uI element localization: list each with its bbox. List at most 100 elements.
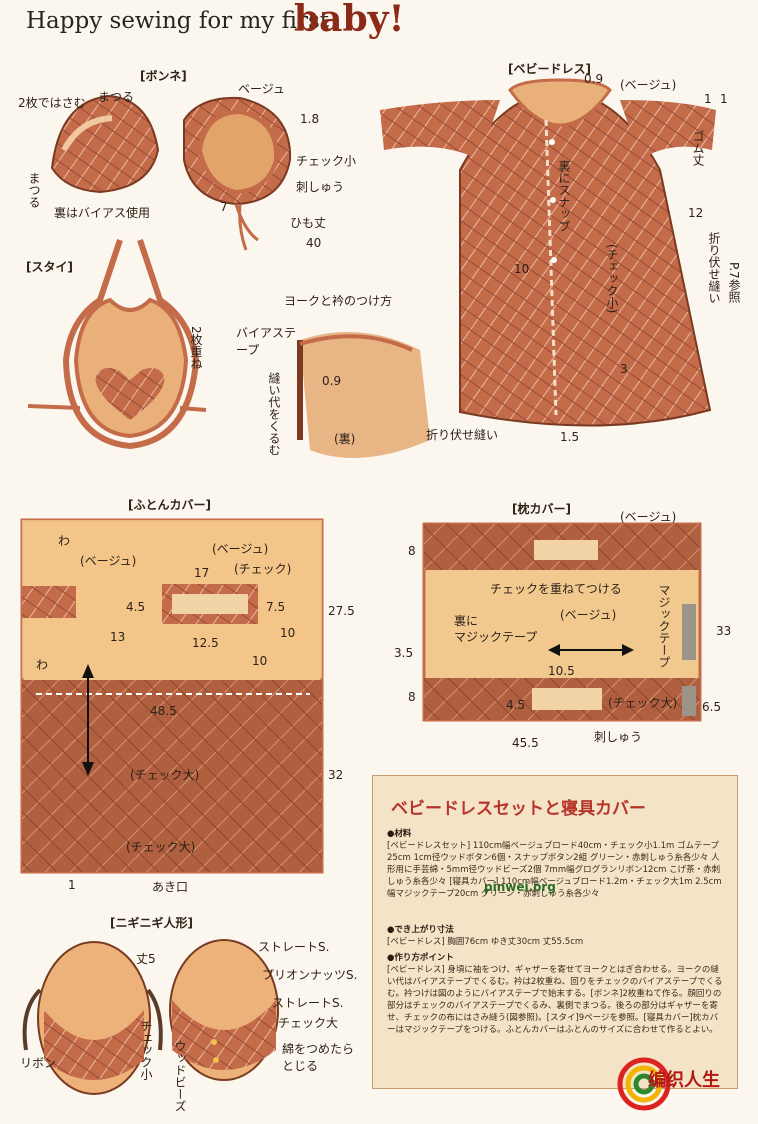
dolls-label-check-big: チェック大 xyxy=(278,1016,339,1030)
dress-label-fold: 折り伏せ縫い xyxy=(707,232,721,304)
pillow-label-3-5: 3.5 xyxy=(394,646,414,660)
futon-label-13: 13 xyxy=(110,630,126,644)
yoke-label-bias: バイアステープ xyxy=(236,326,297,357)
dolls-label-pulion: プリオンナッツS. xyxy=(262,968,358,982)
futon-label-10a: 10 xyxy=(280,626,296,640)
futon-label-check: (チェック) xyxy=(234,562,292,576)
bonnet-section-title: [ボンネ] xyxy=(140,69,187,83)
futon-label-opening: あき口 xyxy=(152,880,189,894)
futon-cover-illustration xyxy=(20,518,324,874)
dress-label-snap: 裏にスナップ xyxy=(557,160,571,232)
instructions-title: ベビードレスセットと寝具カバー xyxy=(391,799,646,819)
logo-circle-icon xyxy=(617,1057,671,1111)
yoke-label-back: (裏) xyxy=(334,432,356,446)
page-title-emphasis: baby! xyxy=(294,0,405,40)
size-text: [ベビードレス] 胸囲76cm ゆき丈30cm 丈55.5cm xyxy=(387,937,584,947)
dolls-label-ribbon: リボン xyxy=(20,1056,57,1070)
dolls-label-straight-2: ストレートS. xyxy=(272,996,344,1010)
dress-label-check-small: (チェック小) xyxy=(605,244,619,314)
yoke-label-margin: 縫い代をくるむ xyxy=(267,372,281,456)
pillow-label-8a: 8 xyxy=(408,544,416,558)
pillow-label-back: 裏に xyxy=(454,614,479,628)
yoke-detail-illustration xyxy=(297,332,430,458)
materials-text: [ベビードレスセット] 110cm幅ベージュブロード40cm・チェック小1.1m… xyxy=(387,841,722,899)
dress-section-title: [ベビードレス] xyxy=(508,62,591,76)
pillow-label-check-big: (チェック大) xyxy=(608,696,678,710)
pillow-label-4-5: 4.5 xyxy=(506,698,526,712)
dolls-label-straight-1: ストレートS. xyxy=(258,940,330,954)
dolls-label-cotton: 綿をつめたらとじる xyxy=(282,1042,355,1073)
bonnet-label-bias: 裏はバイアス使用 xyxy=(54,206,151,220)
dress-label-elastic: ゴム丈 xyxy=(691,130,705,166)
bonnet-label-hasamu: 2枚ではさむ xyxy=(18,96,86,110)
futon-label-wa-2: わ xyxy=(36,658,49,672)
bonnet-label-embroidery: 刺しゅう xyxy=(296,180,345,194)
yoke-label-0-9: 0.9 xyxy=(322,374,342,388)
pillow-label-8b: 8 xyxy=(408,690,416,704)
materials-heading: ●材料 xyxy=(387,829,412,839)
dress-label-12: 12 xyxy=(688,206,704,220)
pillow-label-10-5: 10.5 xyxy=(548,664,575,678)
logo-watermark: 编织人生 xyxy=(648,1070,720,1091)
futon-label-48-5: 48.5 xyxy=(150,704,177,718)
pillow-section-title: [枕カバー] xyxy=(512,502,571,516)
futon-label-10b: 10 xyxy=(252,654,268,668)
bonnet-label-string: ひも丈 xyxy=(290,216,327,230)
dress-label-1b: 1 xyxy=(720,92,728,106)
pinwei-watermark: pinwei.org xyxy=(484,880,556,894)
pillow-label-6-5: 6.5 xyxy=(702,700,722,714)
dress-label-ref: P.7参照 xyxy=(727,262,741,303)
futon-label-1: 1 xyxy=(68,878,76,892)
dolls-label-check-small: チェック小 xyxy=(139,1020,153,1080)
futon-label-17: 17 xyxy=(194,566,210,580)
futon-label-check-big-1: (チェック大) xyxy=(130,768,200,782)
futon-label-12-5: 12.5 xyxy=(192,636,219,650)
futon-label-7-5: 7.5 xyxy=(266,600,286,614)
futon-label-beige-2: (ベージュ) xyxy=(212,542,269,556)
dress-label-3: 3 xyxy=(620,362,628,376)
pillow-cover-illustration xyxy=(422,522,702,722)
size-heading: ●でき上がり寸法 xyxy=(387,925,454,935)
yoke-section-title: ヨークと衿のつけ方 xyxy=(284,294,393,308)
points-text: [ベビードレス] 身頃に袖をつけ、ギャザーを寄せてヨークとはぎ合わせる。ヨークの… xyxy=(387,965,723,1035)
bib-illustration xyxy=(27,239,207,450)
dolls-label-5: 丈5 xyxy=(136,952,156,966)
pillow-label-magic-2: マジックテープ xyxy=(657,584,671,668)
futon-label-4-5: 4.5 xyxy=(126,600,146,614)
dolls-section-title: [ニギニギ人形] xyxy=(110,916,193,930)
dress-label-1a: 1 xyxy=(704,92,712,106)
futon-label-wa: わ xyxy=(58,534,71,548)
bonnet-label-matsuru: まつる xyxy=(98,90,135,104)
pillow-label-33: 33 xyxy=(716,624,732,638)
bib-section-title: [スタイ] xyxy=(26,260,73,274)
futon-label-27-5: 27.5 xyxy=(328,604,355,618)
dress-illustration xyxy=(380,78,716,427)
bonnet-label-matsuru-2: まつる xyxy=(27,172,41,208)
page-title: Happy sewing for my first xyxy=(26,8,329,34)
bib-label-layers: 2枚重ね xyxy=(189,326,203,370)
pillow-label-beige-2: (ベージュ) xyxy=(560,608,617,622)
yoke-label-fold: 折り伏せ縫い xyxy=(426,428,499,442)
bonnet-label-40: 40 xyxy=(306,236,322,250)
bonnet-illustration xyxy=(50,94,292,251)
dress-label-1-5: 1.5 xyxy=(560,430,580,444)
pillow-label-45-5: 45.5 xyxy=(512,736,539,750)
futon-label-beige-1: (ベージュ) xyxy=(80,554,137,568)
bonnet-label-check-small: チェック小 xyxy=(296,154,357,168)
bonnet-label-7: 7 xyxy=(220,200,228,214)
points-heading: ●作り方ポイント xyxy=(387,953,454,963)
bonnet-label-beige: ベージュ xyxy=(238,82,285,96)
pillow-label-beige-1: (ベージュ) xyxy=(620,510,677,524)
futon-section-title: [ふとんカバー] xyxy=(128,498,211,512)
futon-label-check-big-2: (チェック大) xyxy=(126,840,196,854)
dolls-label-wood: ウッドビーズ xyxy=(173,1040,187,1112)
futon-label-32: 32 xyxy=(328,768,344,782)
pillow-label-magic-1: マジックテープ xyxy=(454,630,538,644)
instructions-box: ベビードレスセットと寝具カバー ●材料 [ベビードレスセット] 110cm幅ベー… xyxy=(372,775,738,1089)
dress-label-beige: (ベージュ) xyxy=(620,78,677,92)
dress-label-10: 10 xyxy=(514,262,530,276)
pillow-label-overlap: チェックを重ねてつける xyxy=(490,582,622,596)
dress-label-0-9: 0.9 xyxy=(584,72,604,86)
